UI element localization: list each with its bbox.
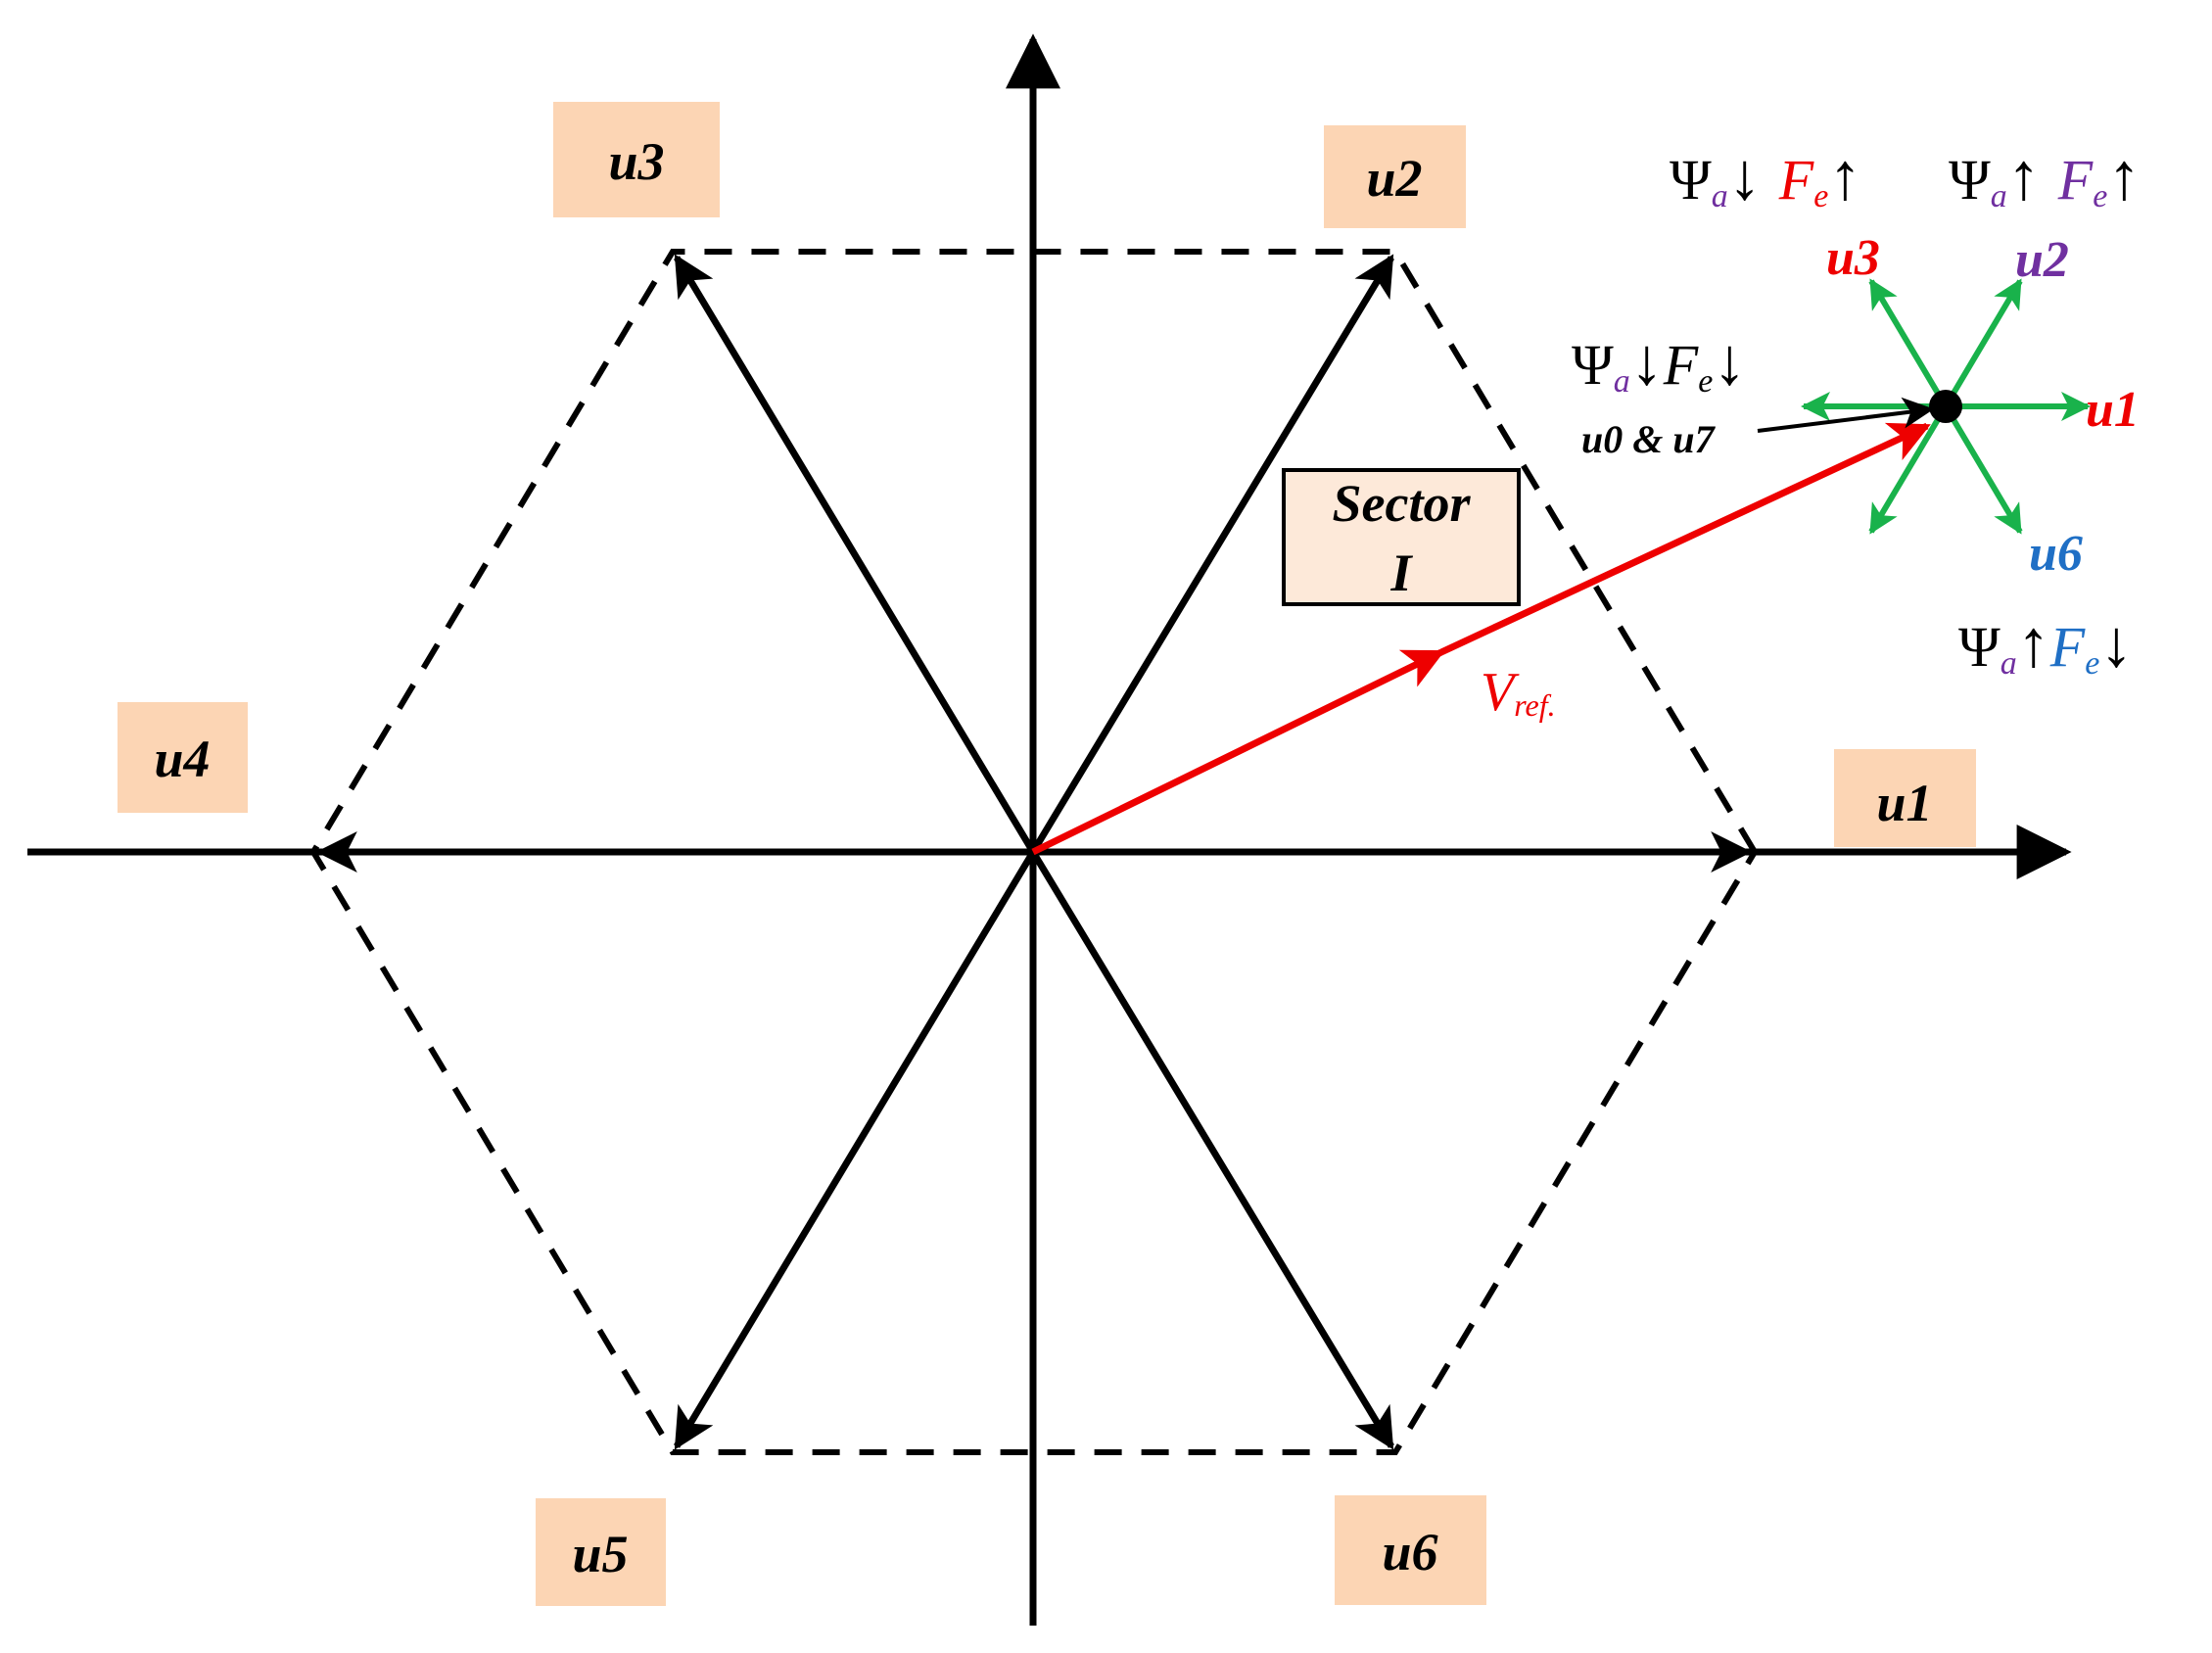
svg-text:Ψa↑Fe↓: Ψa↑Fe↓ (1958, 606, 2133, 682)
svg-text:Ψa↑Fe↑: Ψa↑Fe↑ (1949, 139, 2141, 214)
svg-text:u2: u2 (1366, 149, 1422, 208)
vref-vector-extension (1439, 422, 1931, 656)
svg-text:u6: u6 (1382, 1523, 1437, 1582)
effect-u2: Ψa↑Fe↑ (1949, 139, 2141, 214)
vector-u5 (673, 850, 1037, 1450)
inset-label-u6: u6 (2029, 526, 2083, 582)
inset-vector-u3 (1868, 278, 1949, 408)
label-u5: u5 (536, 1498, 666, 1606)
vector-u3 (673, 254, 1037, 854)
svg-text:u1: u1 (1876, 774, 1932, 832)
zero-vector-label: u0 & u7 (1581, 417, 1717, 461)
effect-u6: Ψa↑Fe↓ (1958, 606, 2133, 682)
svg-text:u5: u5 (572, 1525, 628, 1583)
sector-line1: Sector (1333, 474, 1472, 533)
svg-text:Ψa↓Fe↓: Ψa↓Fe↓ (1572, 324, 1746, 400)
svg-text:u4: u4 (154, 730, 210, 788)
vref-label: Vref. (1481, 662, 1556, 723)
label-u6: u6 (1335, 1495, 1486, 1605)
inset-label-u2: u2 (2015, 232, 2069, 288)
inset-vector-u2 (1943, 278, 2023, 408)
inset-origin (1929, 390, 1962, 423)
zero-vector-pointer (1757, 397, 1935, 433)
svg-text:u3: u3 (608, 132, 664, 191)
hexagon-boundary (309, 249, 1759, 1455)
sector-line2: I (1389, 543, 1413, 602)
effect-u4: Ψa↓Fe↓ (1572, 324, 1746, 400)
svg-text:Ψa↓Fe↑: Ψa↓Fe↑ (1670, 139, 1861, 214)
inset-star: u1 u2 u3 u6 u0 & u7 (1581, 230, 2140, 582)
vector-u6 (1030, 850, 1394, 1450)
effect-u3: Ψa↓Fe↑ (1670, 139, 1861, 214)
sector-box: Sector I (1282, 468, 1521, 606)
label-u2: u2 (1324, 125, 1466, 228)
inset-vector-u5 (1868, 404, 1949, 535)
vector-u2 (1030, 254, 1394, 854)
inset-label-u3: u3 (1826, 230, 1880, 286)
label-u4: u4 (118, 702, 248, 813)
vref-vector (1031, 648, 1445, 856)
inset-label-u1: u1 (2086, 382, 2140, 438)
label-u3: u3 (553, 102, 720, 217)
inset-vector-u6 (1943, 404, 2023, 535)
label-u1: u1 (1834, 749, 1976, 847)
